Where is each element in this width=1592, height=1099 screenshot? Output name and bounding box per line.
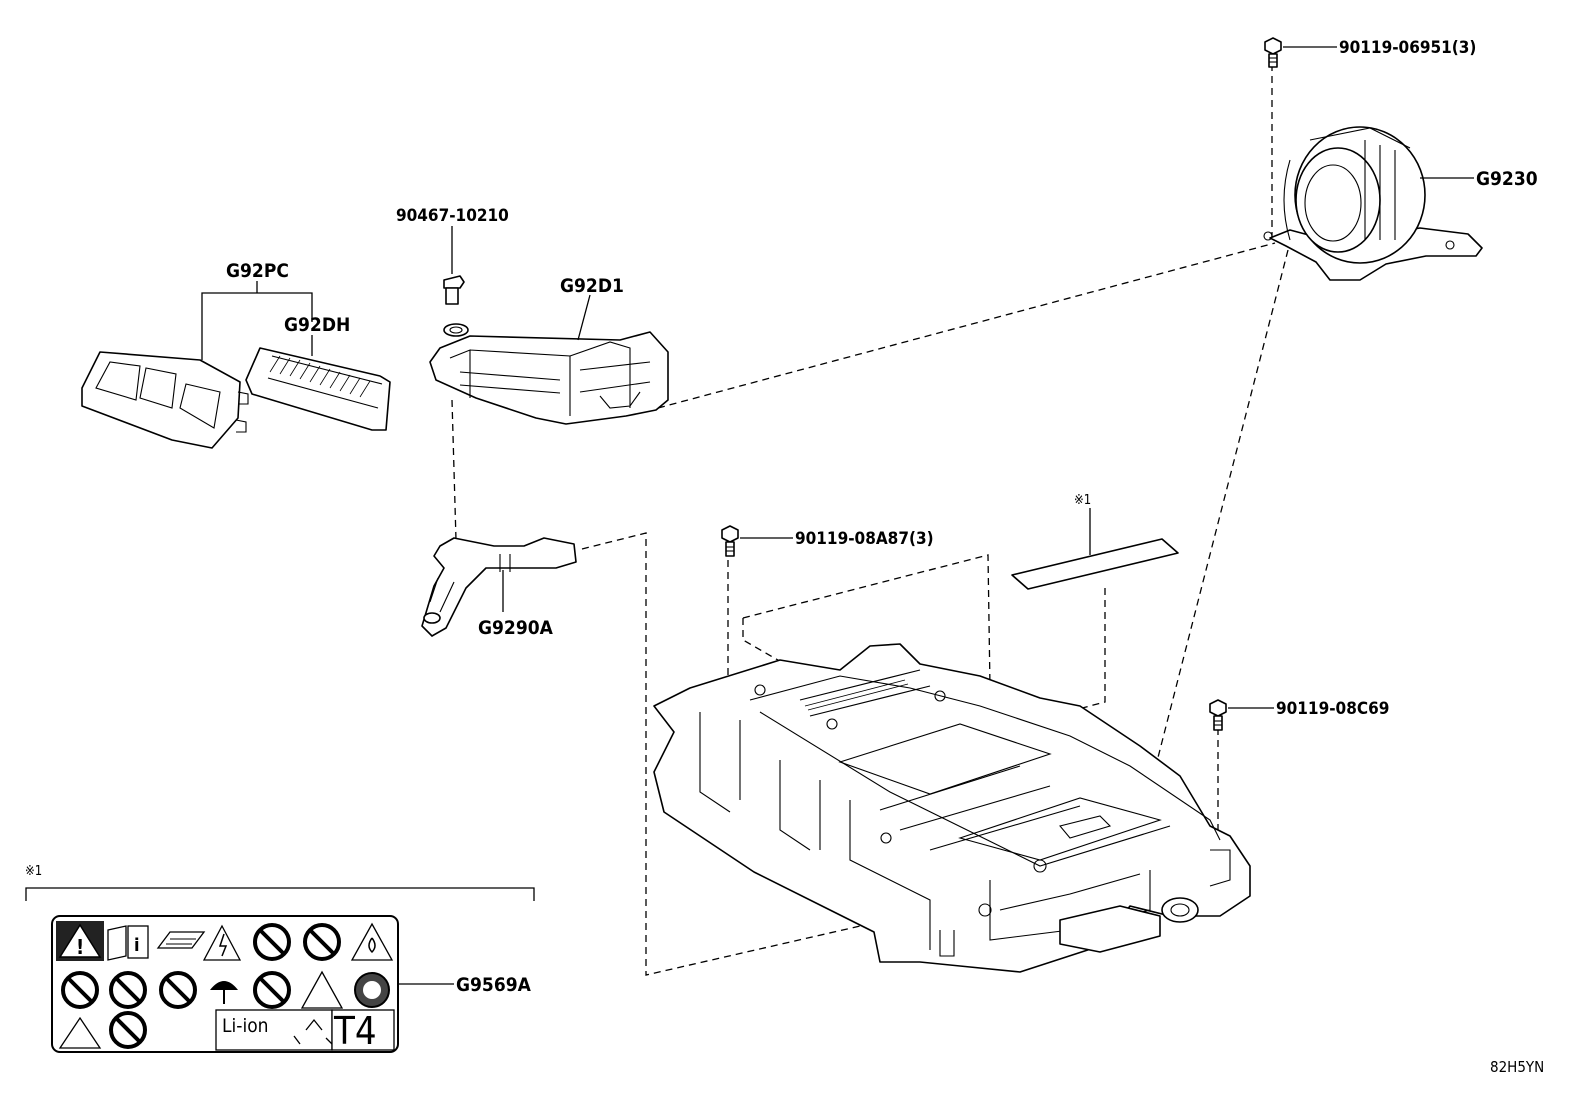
- bolt-top: [1264, 37, 1337, 68]
- filter: [245, 335, 391, 431]
- ref-mark-top: ※1: [1074, 493, 1091, 508]
- air-duct: [429, 294, 669, 425]
- battery-type-cell: [215, 1009, 333, 1051]
- label-bolt-mid: 90119-08A87(3): [795, 529, 934, 549]
- no-short-circuit-icon: [109, 1011, 147, 1049]
- recycle-seal-icon: [354, 972, 390, 1008]
- label-caution: G9569A: [456, 974, 532, 996]
- warning-triangle-icon: [58, 923, 102, 958]
- no-disposal-icon: [159, 971, 197, 1009]
- bolt-mid: [721, 525, 793, 557]
- inlet-grille: [81, 351, 249, 449]
- label-blower: G9230: [1476, 168, 1538, 190]
- diagram-id: 82H5YN: [1490, 1058, 1544, 1076]
- label-filter: G92DH: [284, 314, 350, 336]
- flammable-icon: [350, 922, 394, 961]
- manual-icon: i: [107, 925, 149, 961]
- svg-text:i: i: [134, 935, 140, 956]
- keep-dry-icon: [210, 981, 238, 1004]
- corrosive-icon: [300, 970, 344, 1009]
- no-fire-icon: [303, 923, 341, 961]
- wire-harness: [421, 537, 577, 637]
- battery-pack: [653, 643, 1251, 973]
- clip: [443, 226, 469, 337]
- label-bolt-top: 90119-06951(3): [1339, 38, 1476, 58]
- explosive-icon: [58, 1016, 102, 1049]
- code-cell: [331, 1009, 395, 1051]
- ref-mark-bottom: ※1: [25, 864, 42, 879]
- label-bolt-right: 90119-08C69: [1276, 699, 1389, 719]
- code-text: T4: [333, 1009, 377, 1053]
- no-water-icon: [253, 971, 291, 1009]
- label-duct: G92D1: [560, 275, 624, 297]
- document-icon: [156, 931, 206, 949]
- bolt-right: [1209, 699, 1274, 731]
- no-children-icon: [109, 971, 147, 1009]
- no-disassemble-icon: [61, 971, 99, 1009]
- no-touch-icon: [253, 923, 291, 961]
- recycle-icon: [293, 1018, 333, 1045]
- caution-label-group: ※1 ! i: [25, 864, 535, 1053]
- high-voltage-icon: [202, 924, 242, 961]
- label-clip: 90467-10210: [396, 206, 509, 226]
- battery-type-text: Li-ion: [222, 1015, 268, 1037]
- sticker-location: [1011, 508, 1179, 590]
- blower-assembly: [1263, 126, 1483, 281]
- svg-text:!: !: [76, 935, 84, 959]
- label-inlet: G92PC: [226, 260, 289, 282]
- label-harness: G9290A: [478, 617, 554, 639]
